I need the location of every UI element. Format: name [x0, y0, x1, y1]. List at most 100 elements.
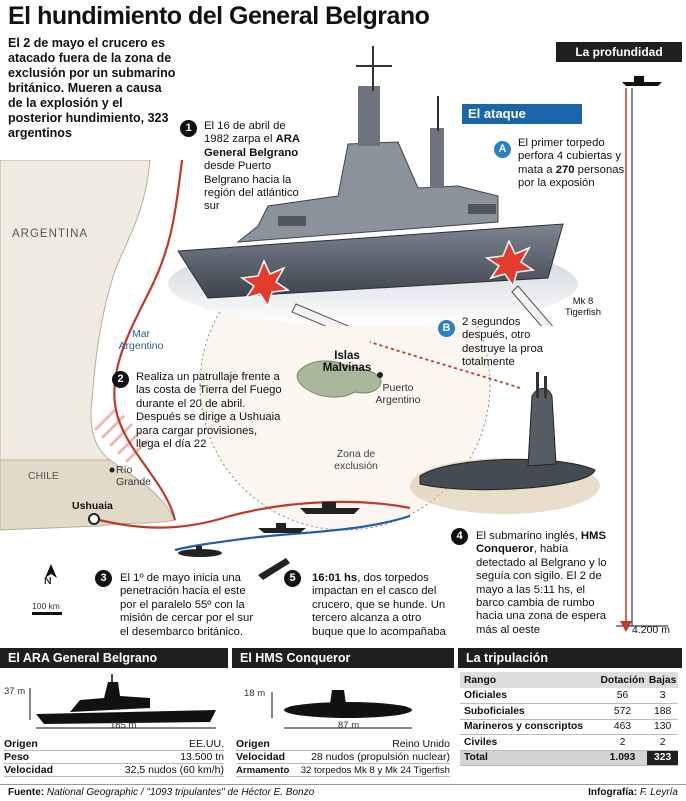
attack-b-marker: B	[438, 320, 455, 337]
label-chile: CHILE	[28, 470, 59, 482]
cell: Civiles	[460, 734, 598, 751]
belgrano-illustration	[168, 46, 578, 326]
label-rio-grande: Río Grande	[116, 464, 152, 488]
belgrano-spec-row: Origen EE.UU.	[4, 738, 224, 751]
col-dotacion: Dotación	[597, 672, 648, 688]
belgrano-length: 185 m	[110, 720, 137, 731]
footer-source: Fuente: National Geographic / "1093 trip…	[8, 785, 314, 800]
conqueror-header: El HMS Conqueror	[232, 648, 454, 668]
spec-label: Origen	[236, 738, 270, 750]
depth-column	[616, 76, 668, 632]
belgrano-small-icon	[300, 502, 360, 514]
crew-panel: La tripulación Rango Dotación Bajas Ofic…	[458, 648, 682, 782]
scale-bar	[32, 612, 62, 615]
step-1-bold: ARA General Belgrano	[204, 133, 300, 159]
puerto-argentino-marker	[377, 372, 383, 378]
cell: 572	[597, 703, 648, 720]
cell: Oficiales	[460, 688, 598, 704]
label-zona-exclusion: Zona de exclusión	[334, 448, 378, 472]
conqueror-spec-row: Armamento 32 torpedos Mk 8 y Mk 24 Tigerf…	[236, 764, 450, 777]
spec-value: 28 nudos (propulsión nuclear)	[311, 751, 450, 763]
ushuaia-marker	[88, 513, 100, 525]
belgrano-header: El ARA General Belgrano	[0, 648, 228, 668]
depth-value: 4.200 m	[632, 624, 670, 636]
step-2-text: Realiza un patrullaje frente a las costa…	[136, 371, 282, 451]
spec-value: 13.500 tn	[180, 751, 224, 763]
belgrano-height: 37 m	[4, 686, 26, 697]
torpedo-path	[369, 341, 521, 389]
step-3-marker: 3	[95, 570, 112, 587]
spec-value: 32 torpedos Mk 8 y Mk 24 Tigerfish	[300, 765, 450, 776]
spec-label: Peso	[4, 751, 30, 763]
footer-credit: Infografía: F. Leyría	[588, 785, 678, 800]
col-bajas: Bajas	[647, 672, 678, 688]
cell: 463	[597, 719, 648, 735]
source-label: Fuente:	[8, 787, 45, 798]
label-north: N	[44, 575, 52, 587]
spec-label: Velocidad	[4, 764, 54, 776]
spec-label: Armamento	[236, 765, 290, 776]
step-1-marker: 1	[180, 120, 197, 137]
crew-header: La tripulación	[458, 648, 682, 668]
label-ushuaia: Ushuaia	[72, 500, 113, 512]
conqueror-silhouette	[271, 690, 412, 729]
belgrano-specs: Origen EE.UU. Peso 13.500 tn Velocidad 32,5…	[4, 738, 224, 777]
cell: Total	[460, 750, 598, 766]
step-1-text: El 16 de abril de 1982 zarpa el ARA Gene…	[204, 120, 310, 214]
north-arrow	[45, 564, 57, 578]
cell: Suboficiales	[460, 703, 598, 720]
attack-b-text: 2 segundos después, otro destruye la pro…	[462, 316, 544, 369]
spec-value: 32,5 nudos (60 km/h)	[124, 764, 224, 776]
spec-label: Velocidad	[236, 751, 286, 763]
step-4-pre: El submarino inglés,	[476, 530, 581, 542]
attack-a-marker: A	[494, 141, 511, 158]
step-5-bold: 16:01 hs	[312, 572, 358, 584]
malvinas-islands	[296, 360, 382, 398]
cell: 2	[597, 734, 648, 751]
route-red	[113, 160, 184, 521]
step-5-marker: 5	[284, 570, 301, 587]
conqueror-illustration	[410, 372, 600, 514]
label-argentina: ARGENTINA	[12, 228, 89, 240]
cell: 2	[647, 734, 678, 751]
torpedo-b	[511, 285, 554, 326]
spec-value: Reino Unido	[392, 738, 450, 750]
rio-grande-marker	[109, 467, 115, 473]
step-2-marker: 2	[112, 371, 129, 388]
crew-header-row: Rango Dotación Bajas	[460, 672, 678, 688]
label-scale: 100 km	[32, 601, 60, 611]
step-5-text: 16:01 hs, dos torpedos impactan en el ca…	[312, 572, 452, 639]
cell: 323	[647, 750, 678, 766]
spec-value: EE.UU.	[188, 738, 224, 750]
step-1-pre: El 16 de abril de 1982 zarpa el	[204, 120, 286, 146]
spec-label: Origen	[4, 738, 38, 750]
conqueror-height: 18 m	[244, 688, 266, 699]
attack-a-highlight: 270	[555, 163, 575, 176]
step-4-bold: HMS Conqueror	[476, 530, 606, 556]
sinking-ship-icon	[258, 558, 290, 580]
torpedo-a	[291, 303, 350, 326]
page-title: El hundimiento del General Belgrano	[8, 2, 430, 30]
conqueror-spec-row: Origen Reino Unido	[236, 738, 450, 751]
route-blue	[174, 514, 411, 552]
route-red-loop	[94, 500, 411, 529]
conqueror-length: 87 m	[338, 720, 360, 731]
label-mar-argentino: Mar Argentino	[118, 328, 164, 352]
escort-small-icon	[258, 523, 306, 533]
step-3-text: El 1º de mayo inicia una penetración hac…	[120, 572, 254, 638]
cell: 3	[647, 688, 678, 704]
credit-text: F. Leyría	[639, 787, 678, 798]
torpedo-label: Mk 8 Tigerfish	[564, 296, 602, 318]
argentina-landmass	[0, 160, 151, 461]
step-1-post: desde Puerto Belgrano hacia la región de…	[204, 160, 299, 213]
source-text: National Geographic / "1093 tripulantes"…	[46, 787, 315, 798]
label-puerto-argentino: Puerto Argentino	[375, 382, 421, 406]
hatch-zone	[93, 408, 150, 464]
step-4-marker: 4	[451, 528, 468, 545]
conqueror-spec-row: Velocidad 28 nudos (propulsión nuclear)	[236, 751, 450, 764]
